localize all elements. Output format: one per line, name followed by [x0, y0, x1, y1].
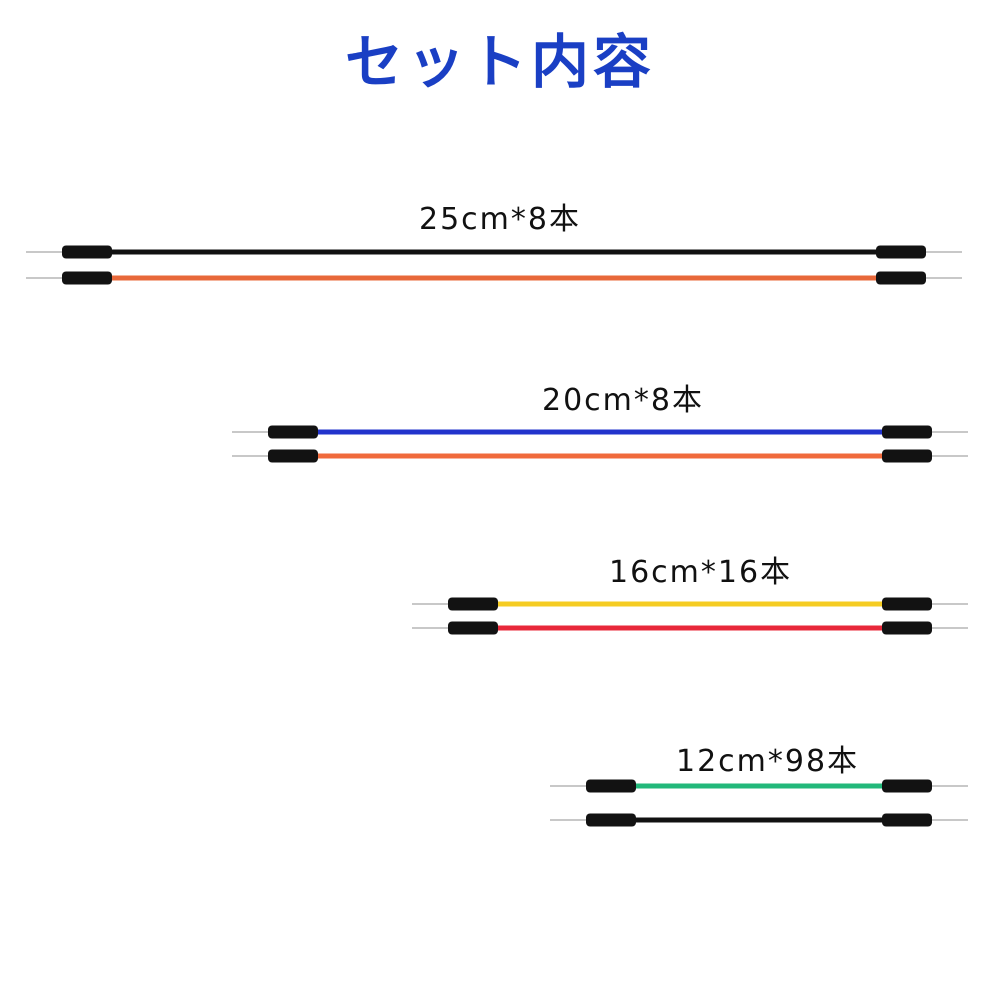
wire-housing-left: [586, 813, 636, 827]
wire-housing-left: [586, 779, 636, 793]
wire-housing-right: [882, 779, 932, 793]
wire-housing-right: [882, 813, 932, 827]
wire-housing-left: [62, 271, 112, 285]
wire-housing-right: [882, 449, 932, 463]
wire-housing-right: [882, 597, 932, 611]
wire-housing-right: [882, 621, 932, 635]
group-label-25cm: 25cm*8本: [419, 202, 581, 237]
page-title: セット内容: [344, 28, 655, 96]
wire-housing-left: [268, 449, 318, 463]
wire-housing-right: [876, 245, 926, 259]
wire-housing-left: [62, 245, 112, 259]
wire-housing-left: [448, 621, 498, 635]
group-label-16cm: 16cm*16本: [609, 555, 793, 590]
wire-housing-left: [448, 597, 498, 611]
wire-housing-right: [876, 271, 926, 285]
group-label-20cm: 20cm*8本: [542, 383, 704, 418]
group-label-12cm: 12cm*98本: [676, 744, 860, 779]
wire-housing-left: [268, 425, 318, 439]
wire-housing-right: [882, 425, 932, 439]
